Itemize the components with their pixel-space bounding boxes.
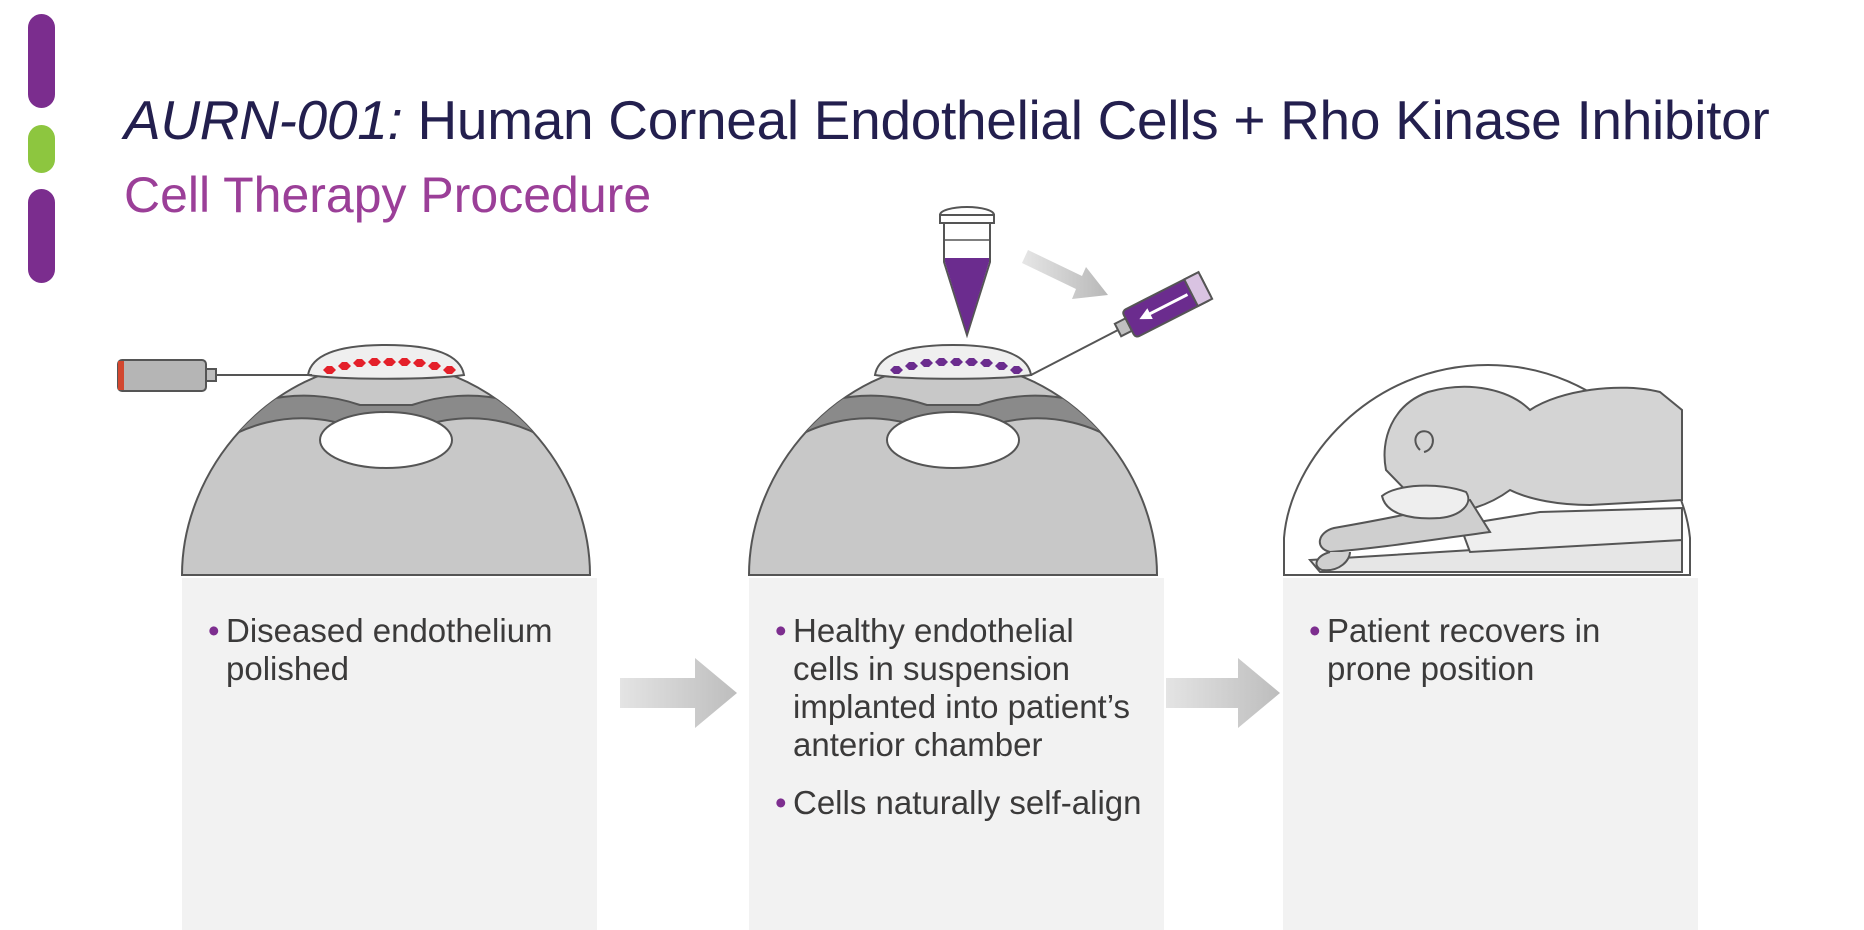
lens (319, 411, 453, 469)
step-2-bullet-2: Cells naturally self-align (775, 784, 1144, 822)
title-description: Human Corneal Endothelial Cells + Rho Ki… (402, 89, 1770, 151)
title-product-code: AURN-001: (124, 89, 403, 151)
page-subtitle: Cell Therapy Procedure (124, 167, 652, 223)
eye-cross-section-polishing-icon (117, 343, 592, 576)
step-3-bullet: Patient recovers in prone position (1309, 612, 1678, 688)
step-1-bullet-list: Diseased endothelium polished (182, 578, 597, 688)
iris-band (749, 394, 1157, 478)
brand-bar-purple-top (28, 14, 55, 108)
step-1-bullet: Diseased endothelium polished (208, 612, 577, 688)
healthy-cells (890, 358, 1023, 374)
brand-bar-green (28, 125, 55, 173)
step-3-bullet-list: Patient recovers in prone position (1283, 578, 1698, 688)
flow-arrow-1-icon (620, 658, 737, 728)
step-3-panel: Patient recovers in prone position (1283, 578, 1698, 930)
iris-band (182, 394, 590, 478)
step-2-panel: Healthy endothelial cells in suspension … (749, 578, 1164, 930)
cell-suspension-tube-icon (939, 206, 995, 339)
diseased-cells (323, 358, 456, 374)
transfer-arrow-icon (1022, 250, 1108, 299)
brand-bar-purple-bottom (28, 189, 55, 283)
page-title: AURN-001: Human Corneal Endothelial Cell… (124, 88, 1770, 152)
eye-cross-section-cell-injection-icon (747, 206, 1214, 576)
step-2-bullet-1: Healthy endothelial cells in suspension … (775, 612, 1144, 764)
polishing-instrument-icon (117, 359, 312, 392)
syringe-icon (1030, 270, 1214, 376)
step-2-bullet-list: Healthy endothelial cells in suspension … (749, 578, 1164, 822)
flow-arrow-2-icon (1166, 658, 1280, 728)
patient-prone-position-icon (1283, 363, 1691, 576)
step-1-panel: Diseased endothelium polished (182, 578, 597, 930)
lens (886, 411, 1020, 469)
